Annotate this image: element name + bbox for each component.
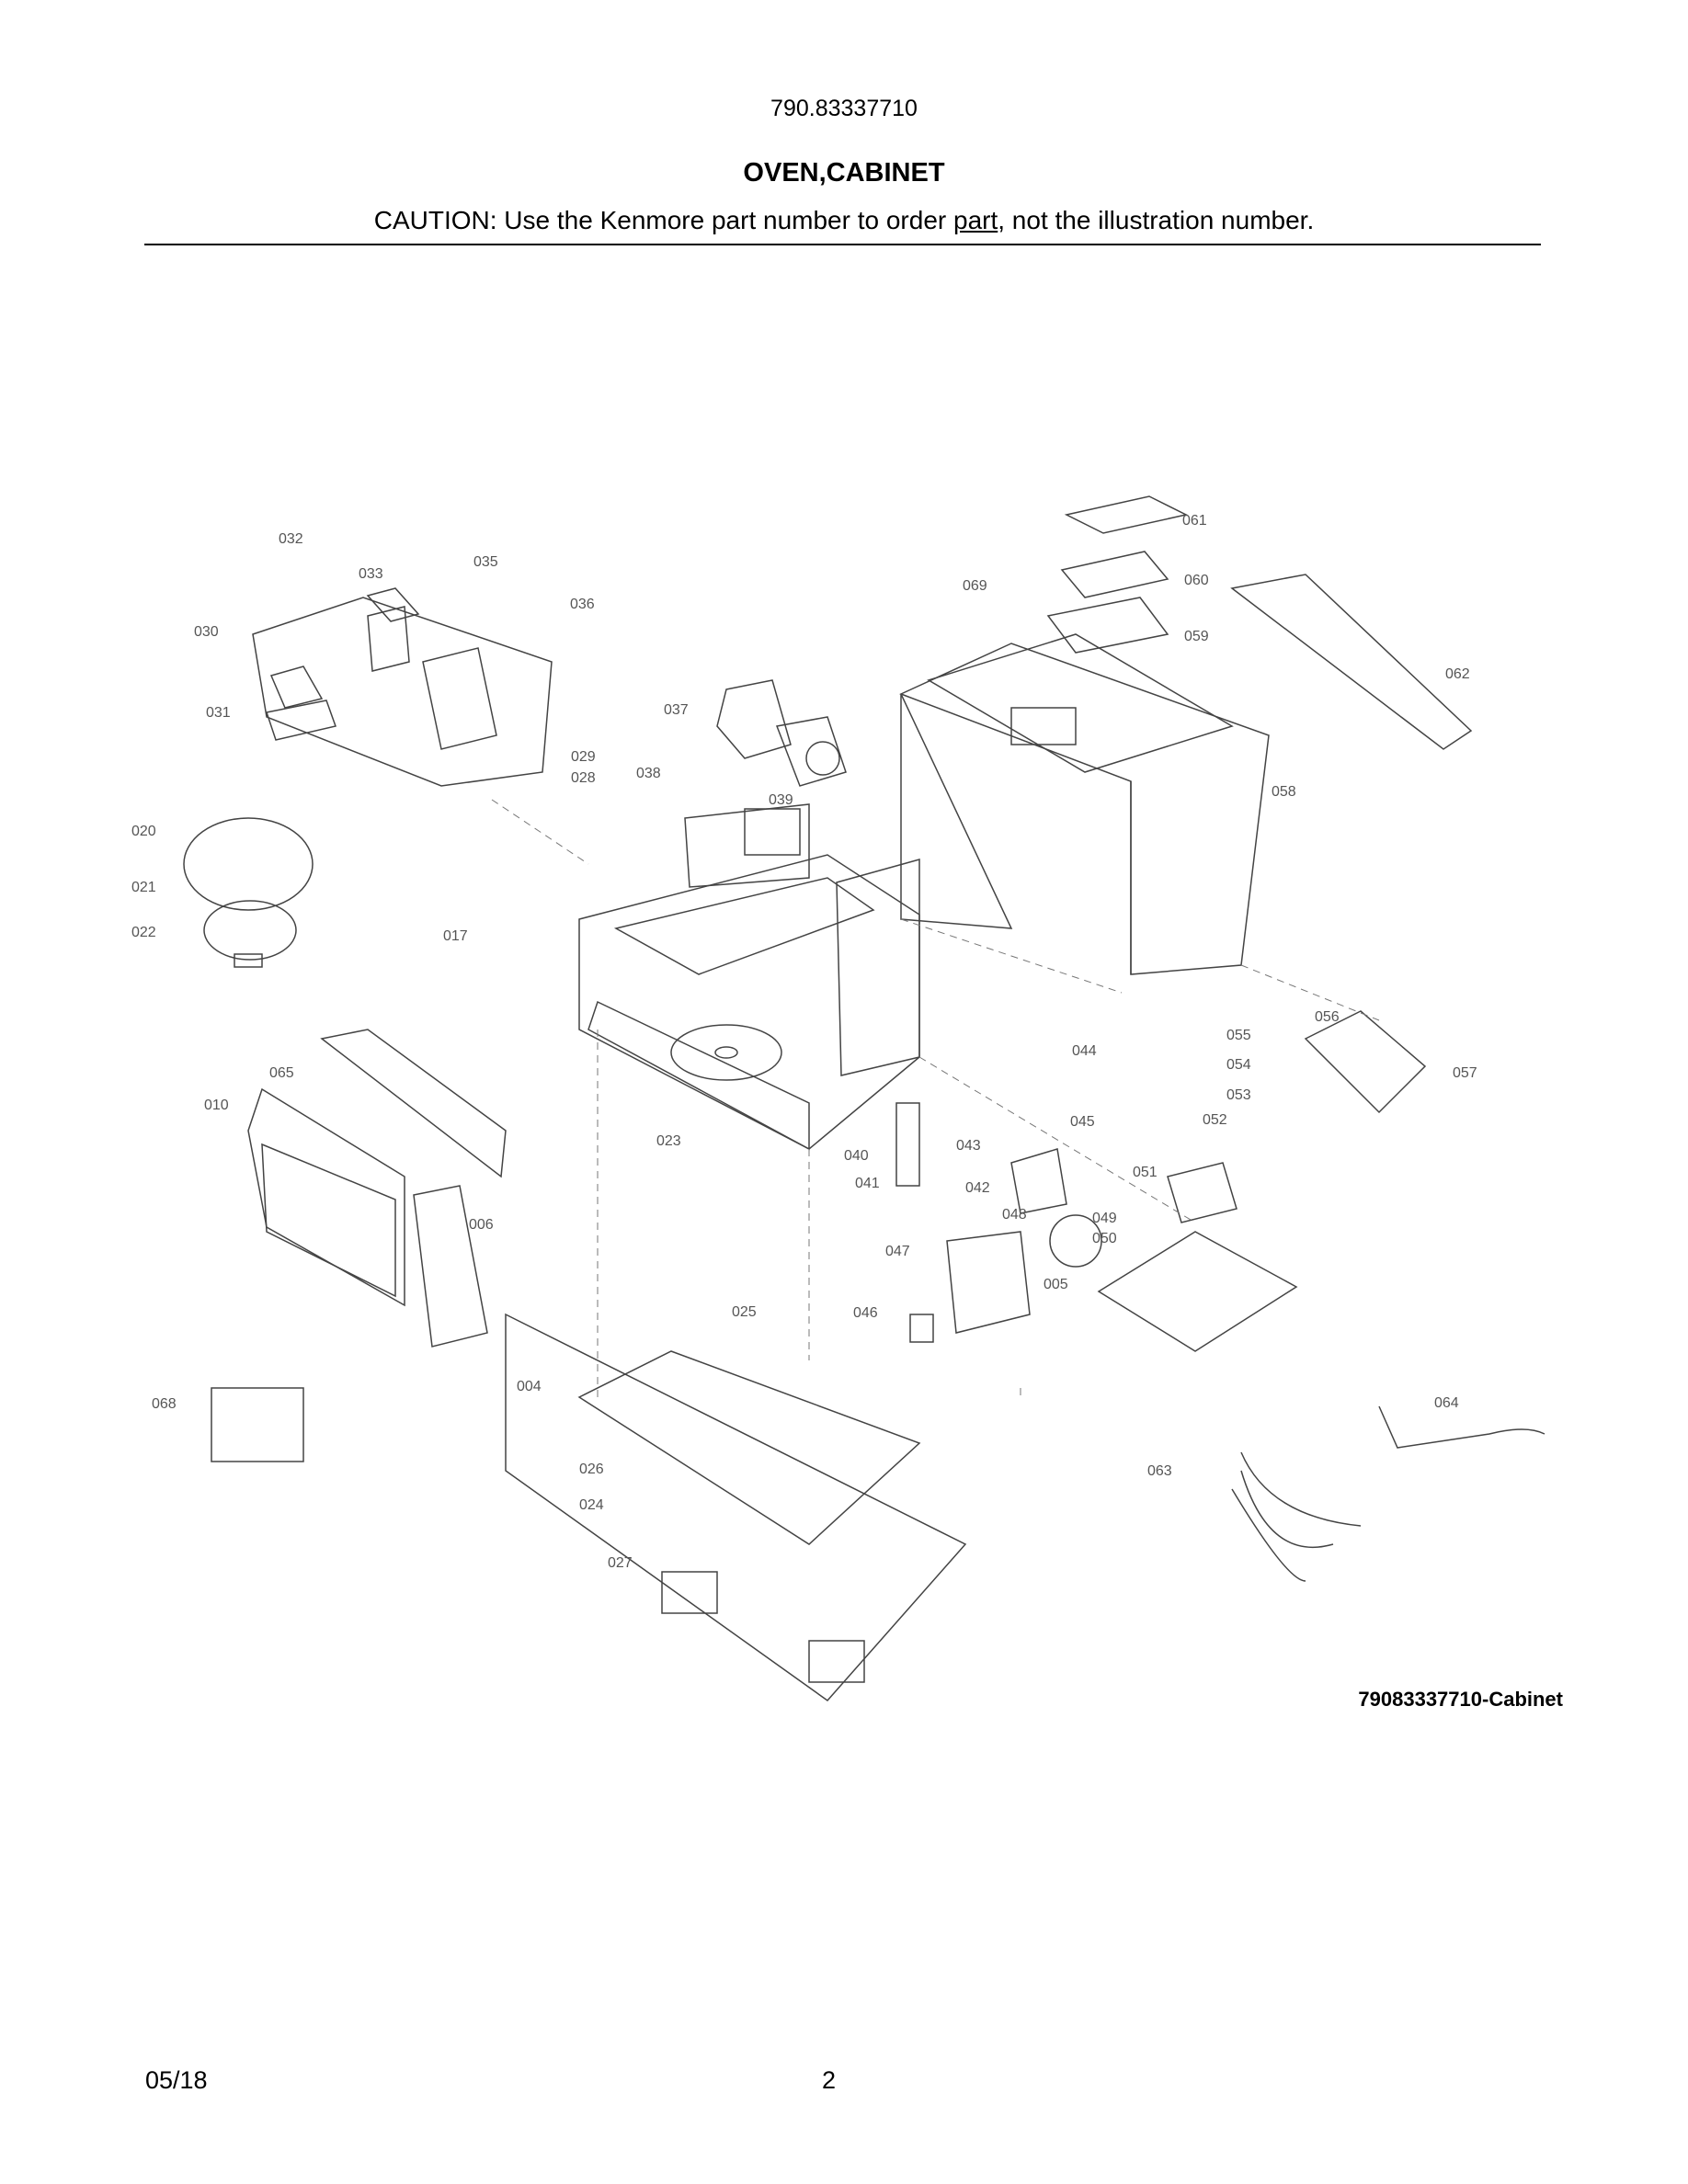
callout-label: 031	[206, 705, 231, 721]
callout-label: 039	[769, 792, 793, 808]
fan-motor-047-part	[946, 1231, 1031, 1334]
callout-label: 010	[204, 1098, 229, 1113]
callout-label: 045	[1070, 1114, 1095, 1130]
caution-note: CAUTION: Use the Kenmore part number to …	[0, 206, 1688, 235]
callout-label: 064	[1434, 1395, 1459, 1411]
callout-labels: 032 033 035 036 030 031 029 028 020 021 …	[131, 513, 1477, 1571]
callout-label: 057	[1453, 1065, 1477, 1081]
footer-date: 05/18	[145, 2066, 208, 2094]
capacitor-051-part	[1167, 1162, 1237, 1223]
blower-motor-part	[716, 679, 792, 759]
callout-label: 040	[844, 1148, 869, 1164]
callout-label: 030	[194, 624, 219, 640]
turntable-glass-part	[183, 817, 314, 911]
callout-label: 046	[853, 1305, 878, 1321]
callout-label: 063	[1147, 1463, 1172, 1479]
oven-cavity-part	[578, 803, 920, 1151]
coupler-part	[234, 953, 263, 968]
callout-label: 068	[152, 1396, 177, 1412]
callout-label: 037	[664, 702, 689, 718]
callout-label: 069	[963, 578, 987, 594]
callout-label: 028	[571, 770, 596, 786]
callout-label: 058	[1272, 784, 1296, 800]
roller-ring-part	[203, 900, 297, 961]
callout-label: 043	[956, 1138, 981, 1154]
vent-filter-061-part	[1064, 495, 1189, 534]
wire-harness-063-part	[1231, 1451, 1362, 1582]
callout-label: 020	[131, 824, 156, 839]
door-switch-040-part	[895, 1102, 920, 1187]
vent-grille-060-part	[1060, 551, 1169, 598]
bracket-033-part	[366, 587, 420, 622]
callout-label: 036	[570, 597, 595, 612]
fan-blade-part	[1049, 1214, 1102, 1268]
callout-label: 025	[732, 1304, 757, 1320]
callout-label: 055	[1226, 1028, 1251, 1043]
callout-label: 053	[1226, 1087, 1251, 1103]
callout-label: 065	[269, 1065, 294, 1081]
callout-label: 056	[1315, 1009, 1340, 1025]
callout-label: 027	[608, 1555, 633, 1571]
vent-cover-059-part	[1046, 597, 1169, 654]
callout-label: 059	[1184, 629, 1209, 644]
section-title: OVEN,CABINET	[743, 158, 945, 188]
power-cord-064-part	[1378, 1405, 1545, 1449]
hv-transformer-056-part	[1304, 1010, 1427, 1114]
header-rule	[144, 244, 1541, 245]
callout-label: 032	[279, 531, 303, 547]
callout-label: 062	[1445, 666, 1470, 682]
hardware-kit-068-part	[211, 1387, 304, 1462]
callout-label: 042	[965, 1180, 990, 1196]
callout-label: 004	[517, 1379, 542, 1394]
callout-label: 052	[1203, 1112, 1227, 1128]
callout-label: 049	[1092, 1211, 1117, 1226]
magnetron-part	[1010, 1148, 1067, 1214]
diagram-caption: 79083337710-Cabinet	[1358, 1688, 1563, 1711]
callout-label: 033	[359, 566, 383, 582]
fuse-holder-046-part	[909, 1314, 934, 1343]
page-number: 2	[822, 2066, 837, 2094]
control-panel-065-part	[320, 1029, 507, 1178]
caution-suffix: , not the illustration number.	[998, 206, 1315, 234]
control-bracket-part	[252, 597, 553, 787]
base-plate-part	[577, 1350, 921, 1545]
callout-label: 044	[1072, 1043, 1097, 1059]
callout-label: 024	[579, 1497, 604, 1513]
callout-label: 060	[1184, 573, 1209, 588]
control-board-part	[266, 700, 336, 741]
callout-label: 026	[579, 1462, 604, 1477]
callout-label: 051	[1133, 1165, 1158, 1180]
base-mount-005-part	[1097, 1231, 1298, 1352]
model-number: 790.83337710	[770, 96, 918, 121]
callout-label: 061	[1182, 513, 1207, 529]
callout-label: 035	[473, 554, 498, 570]
callout-label: 054	[1226, 1057, 1251, 1073]
keypad-006-part	[413, 1185, 488, 1348]
callout-label: 022	[131, 925, 156, 940]
callout-label: 023	[656, 1133, 681, 1149]
callout-label: 029	[571, 749, 596, 765]
callout-label: 047	[885, 1244, 910, 1259]
outer-case-part	[899, 633, 1270, 975]
callout-label: 050	[1092, 1231, 1117, 1246]
callout-label: 021	[131, 880, 156, 895]
rear-bracket-062-part	[1230, 574, 1473, 750]
callout-label: 005	[1044, 1277, 1068, 1292]
callout-label: 006	[469, 1217, 494, 1233]
callout-label: 017	[443, 928, 468, 944]
caution-link-part[interactable]: part	[953, 206, 998, 234]
callout-label: 048	[1002, 1207, 1027, 1223]
callout-label: 038	[636, 766, 661, 781]
caution-prefix: CAUTION: Use the Kenmore part number to …	[373, 206, 953, 234]
door-part	[247, 1087, 405, 1307]
callout-label: 041	[855, 1176, 880, 1191]
